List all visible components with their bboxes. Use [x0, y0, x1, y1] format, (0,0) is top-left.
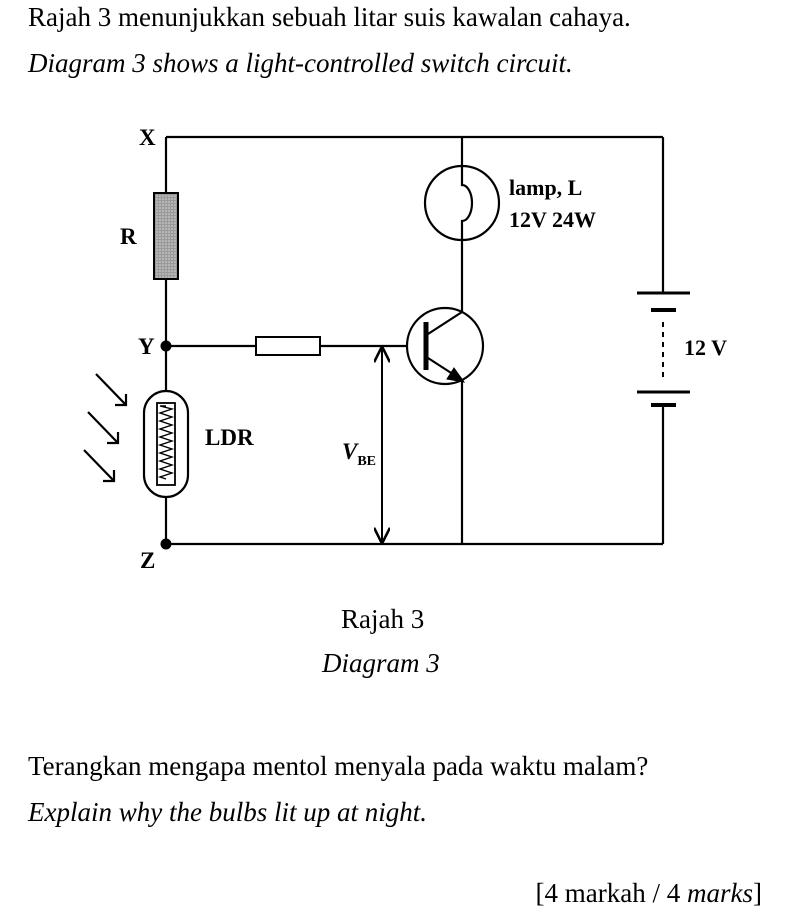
label-vbe: VBE [342, 439, 376, 469]
label-z: Z [140, 548, 155, 573]
junction-z [160, 538, 172, 550]
caption-malay: Rajah 3 [341, 604, 425, 634]
transistor-symbol [405, 306, 485, 386]
label-battery: 12 V [684, 335, 727, 360]
marks-open: [4 markah / 4 [535, 878, 687, 908]
label-lamp-rating: 12V 24W [509, 207, 596, 232]
light-arrows [83, 373, 128, 483]
label-vbe-sub: BE [357, 454, 376, 469]
label-lamp-name: lamp, L [509, 175, 582, 200]
question-malay: Terangkan mengapa mentol menyala pada wa… [28, 751, 649, 781]
label-vbe-main: V [342, 439, 359, 464]
question-english: Explain why the bulbs lit up at night. [28, 797, 427, 827]
intro-malay: Rajah 3 menunjukkan sebuah litar suis ka… [28, 2, 631, 32]
lamp-symbol [423, 164, 501, 242]
battery-symbol [637, 291, 690, 407]
ldr-symbol [142, 389, 190, 499]
label-x: X [139, 125, 156, 150]
caption-english: Diagram 3 [322, 648, 440, 678]
base-resistor [255, 336, 321, 356]
resistor-r [153, 192, 179, 280]
intro-english: Diagram 3 shows a light-controlled switc… [28, 48, 573, 78]
circuit-diagram: X R Y LDR Z VBE lamp, L 12V 24W 12 V [83, 125, 727, 573]
label-y: Y [138, 334, 155, 359]
marks-italic: marks [687, 878, 753, 908]
junction-y [160, 340, 172, 352]
label-r: R [120, 224, 137, 249]
marks-allocation: [4 markah / 4 marks] [536, 878, 762, 909]
label-ldr: LDR [205, 425, 254, 450]
marks-close: ] [753, 878, 762, 908]
